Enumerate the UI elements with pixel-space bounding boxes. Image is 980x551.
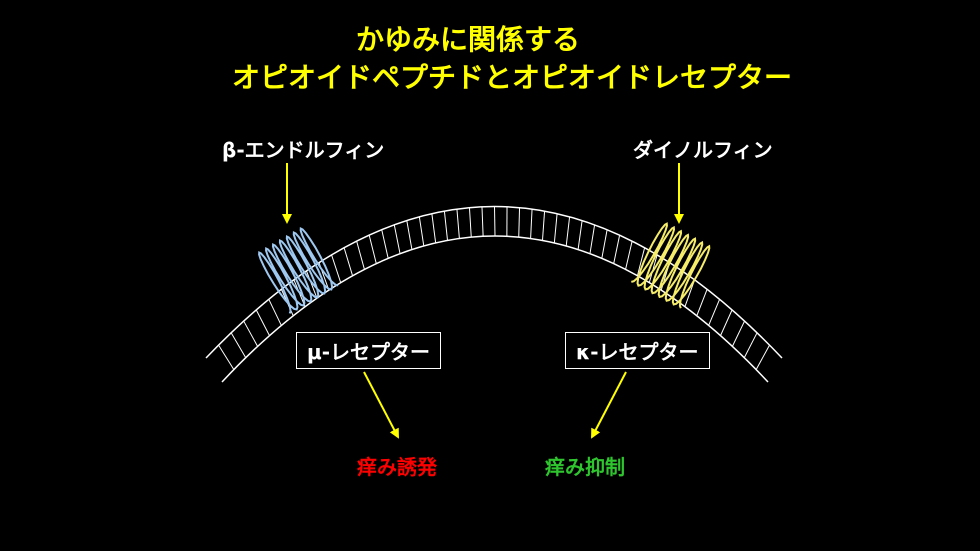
title-line-1: かゆみに関係する <box>355 23 580 56</box>
membrane-segment <box>305 270 318 299</box>
membrane-segment <box>381 229 389 259</box>
membrane-segment <box>577 220 583 250</box>
receptor-coil-path <box>631 222 711 309</box>
membrane-inner <box>221 235 769 383</box>
membrane-segment <box>530 209 533 239</box>
membrane-segment <box>368 235 377 264</box>
membrane-segment <box>456 209 460 239</box>
membrane-segment <box>331 254 342 283</box>
membrane-segment <box>356 241 365 270</box>
membrane-segment <box>443 211 449 241</box>
membrane-segment <box>613 235 621 264</box>
membrane-segment <box>393 224 401 254</box>
membrane-segment <box>755 344 770 370</box>
membrane-segment <box>243 320 259 347</box>
membrane-segment <box>625 241 633 270</box>
kappa-receptor-box: κ-レセプター <box>565 332 710 369</box>
membrane-segment <box>268 299 282 326</box>
membrane-segment <box>481 206 484 237</box>
membrane-segment <box>708 299 721 326</box>
membrane-segment <box>494 206 496 237</box>
itch-induce-label: 痒み誘発 <box>357 455 437 479</box>
title-line-2: オピオイドペプチドとオピオイドレセプター <box>231 61 792 94</box>
membrane-segment <box>565 216 571 246</box>
membrane-segment <box>541 211 546 241</box>
membrane-segment <box>720 309 733 336</box>
membrane-segment <box>230 332 247 358</box>
mu-receptor-box: μ-レセプター <box>296 332 442 369</box>
arrow-kappa-to-suppress <box>591 371 627 439</box>
membrane-segment <box>601 229 608 259</box>
mu-receptor-coil <box>258 226 339 314</box>
membrane-segment <box>418 216 425 247</box>
membrane-segment <box>696 289 708 316</box>
membrane-segment <box>255 309 270 336</box>
membrane-segment <box>648 254 658 283</box>
membrane-segment <box>406 220 413 250</box>
arrow-mu-to-induce <box>363 371 399 439</box>
membrane-segment <box>636 247 646 276</box>
beta-endorphin-label: β-エンドルフィン <box>222 138 385 162</box>
itch-suppress-label: 痒み抑制 <box>545 455 625 479</box>
membrane-segment <box>518 207 521 238</box>
membrane-segment <box>431 213 437 243</box>
membrane-segment <box>218 344 235 370</box>
membrane-segment <box>343 247 354 276</box>
membrane-segment <box>743 332 758 358</box>
membrane-segment <box>553 213 558 243</box>
membrane-segment <box>589 224 596 254</box>
kappa-receptor-coil <box>631 222 711 309</box>
membrane-segment <box>731 320 746 347</box>
receptor-coil-path <box>258 226 339 314</box>
dynorphin-label: ダイノルフィン <box>633 138 773 162</box>
membrane-segment <box>468 207 472 238</box>
